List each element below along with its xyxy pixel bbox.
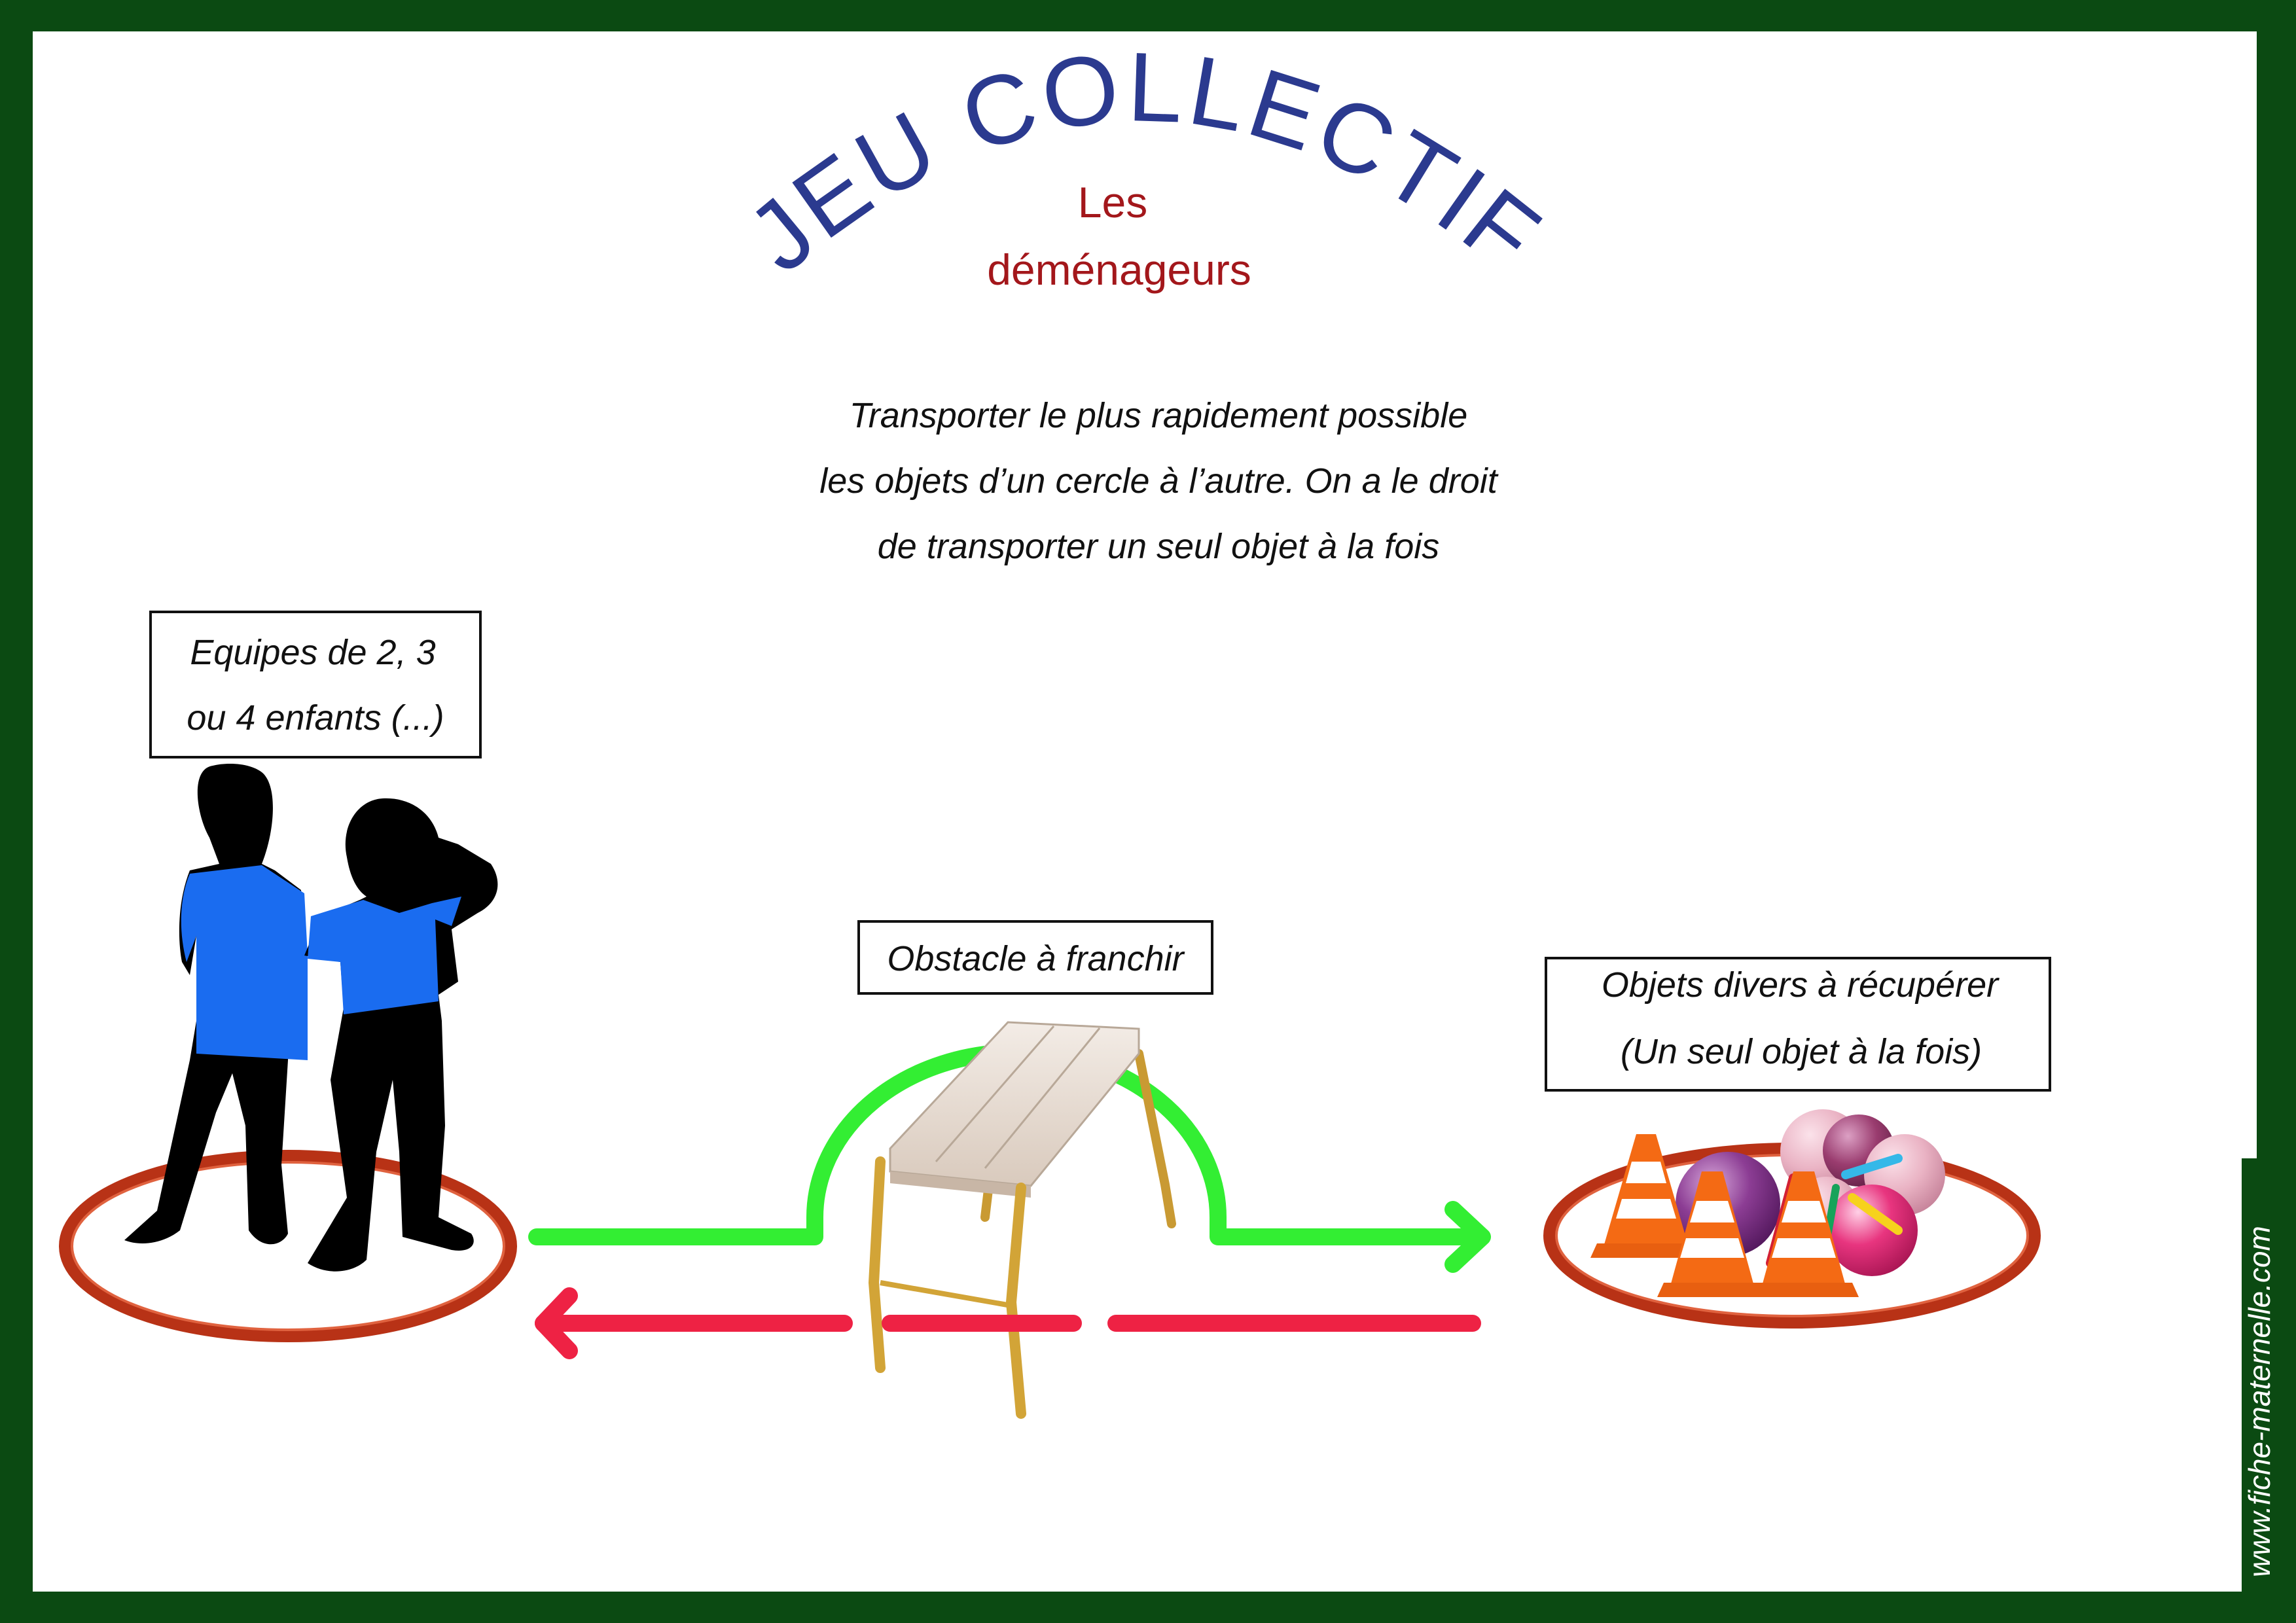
- bench-icon: [868, 1021, 1176, 1419]
- ball-icon: [1826, 1185, 1918, 1276]
- objects-label-line2: (Un seul objet à la fois): [1621, 1032, 1982, 1071]
- obstacle-label: Obstacle à franchir: [887, 939, 1185, 978]
- objects-pile: [1590, 1109, 1945, 1297]
- cone-icon: [1590, 1134, 1702, 1258]
- stick-icon: [1848, 1193, 1903, 1235]
- subtitle-line1: Les: [1078, 178, 1147, 226]
- watermark-strip: [2242, 1158, 2281, 1596]
- teams-label-line2: ou 4 enfants (...): [187, 698, 444, 738]
- instruction-line-2: les objets d’un cercle à l’autre. On a l…: [819, 461, 1498, 501]
- cone-icon: [1657, 1171, 1767, 1297]
- teams-label-line1: Equipes de 2, 3: [190, 633, 435, 672]
- subtitle-line2: déménageurs: [987, 245, 1251, 294]
- instruction-line-3: de transporter un seul objet à la fois: [877, 527, 1440, 566]
- objects-label-line1: Objets divers à récupérer: [1602, 965, 2000, 1005]
- return-path-arrow: [535, 1287, 1481, 1359]
- instruction-line-1: Transporter le plus rapidement possible: [849, 396, 1468, 435]
- children-silhouette-icon: [124, 764, 498, 1272]
- obstacle-label-box: Obstacle à franchir: [857, 920, 1213, 995]
- objects-label-box: Objets divers à récupérer (Un seul objet…: [1545, 957, 2051, 1092]
- instructions-text: Transporter le plus rapidement possible …: [694, 383, 1623, 579]
- cone-icon: [1749, 1171, 1859, 1297]
- stick-icon: [1841, 1154, 1903, 1179]
- teams-label-box: Equipes de 2, 3 ou 4 enfants (...): [149, 611, 482, 758]
- hoop-left: [59, 1150, 517, 1342]
- watermark-url: www.fiche-maternelle.com: [2242, 1226, 2276, 1577]
